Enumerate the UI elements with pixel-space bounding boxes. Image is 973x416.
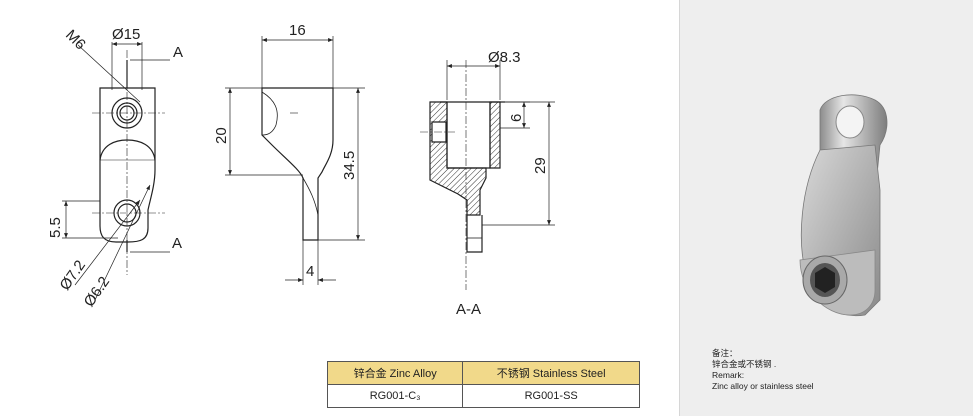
remark-en-text: Zinc alloy or stainless steel [712, 381, 814, 391]
side-view-dimensions [225, 36, 365, 285]
remark-en-label: Remark: [712, 370, 745, 380]
header-zinc-alloy: 锌合金 Zinc Alloy [326, 361, 464, 385]
dim-16: 16 [289, 22, 306, 39]
remark-cn-text: 锌合金或不锈钢 . [712, 359, 777, 369]
product-photo [799, 94, 888, 317]
dim-5-5: 5.5 [47, 217, 64, 238]
section-mark-top: A [173, 44, 183, 61]
dim-29: 29 [532, 157, 549, 174]
side-view [261, 87, 334, 241]
technical-drawing: M6 Ø15 A A 5.5 Ø7.2 Ø6.2 16 20 34.5 4 [47, 22, 555, 318]
dim-dia15: Ø15 [112, 26, 140, 43]
header-stainless-steel: 不锈钢 Stainless Steel [462, 361, 640, 385]
table-row: RG001-C₃ RG001-SS [326, 384, 640, 408]
product-panel: 备注： 锌合金或不锈钢 . Remark: Zinc alloy or stai… [679, 0, 973, 416]
front-view-centerlines [92, 50, 165, 275]
dim-dia8-3: Ø8.3 [488, 49, 521, 66]
dim-6: 6 [508, 114, 525, 122]
dim-34-5: 34.5 [341, 151, 358, 180]
front-view [99, 87, 156, 243]
dim-20: 20 [213, 127, 230, 144]
dim-m6: M6 [62, 27, 89, 54]
section-dimensions [446, 60, 555, 226]
section-label: A-A [456, 301, 481, 318]
dim-4: 4 [306, 263, 314, 280]
cell-ss-part-number: RG001-SS [462, 384, 640, 408]
cell-zinc-part-number: RG001-C₃ [326, 384, 464, 408]
material-table: 锌合金 Zinc Alloy 不锈钢 Stainless Steel RG001… [326, 361, 640, 408]
section-mark-bottom: A [172, 235, 182, 252]
remark-block: 备注： 锌合金或不锈钢 . Remark: Zinc alloy or stai… [712, 348, 814, 392]
section-centerline [420, 60, 467, 290]
front-view-dimensions [62, 42, 170, 301]
dim-dia6-2: Ø6.2 [81, 274, 114, 310]
dim-dia7-2: Ø7.2 [56, 257, 89, 293]
section-view [429, 101, 505, 253]
table-header-row: 锌合金 Zinc Alloy 不锈钢 Stainless Steel [326, 361, 640, 385]
remark-cn-label: 备注： [712, 348, 738, 358]
